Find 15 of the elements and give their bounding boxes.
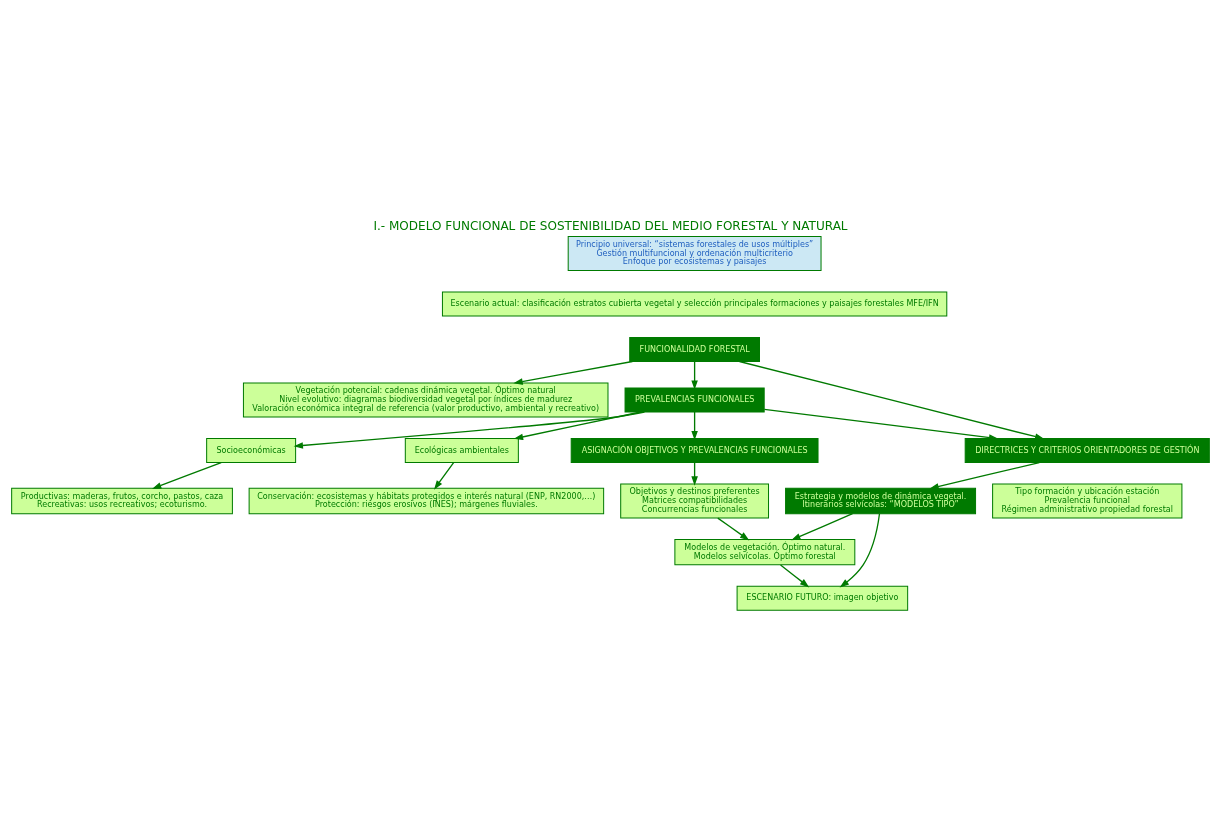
arrow bbox=[434, 461, 455, 490]
diagram-title: I.- MODELO FUNCIONAL DE SOSTENIBILIDAD DEL MEDIO FORESTAL Y NATURAL bbox=[373, 218, 848, 233]
arrow bbox=[779, 564, 810, 588]
arrow bbox=[763, 408, 999, 441]
arrow bbox=[151, 461, 222, 489]
arrow bbox=[738, 360, 1045, 440]
arrow bbox=[513, 411, 642, 441]
arrow bbox=[513, 360, 634, 385]
arrow bbox=[717, 517, 750, 541]
arrow bbox=[839, 513, 881, 588]
arrow bbox=[293, 411, 646, 449]
arrow bbox=[691, 360, 698, 390]
arrow bbox=[929, 461, 1040, 490]
arrow bbox=[791, 513, 854, 541]
arrow bbox=[691, 411, 698, 441]
